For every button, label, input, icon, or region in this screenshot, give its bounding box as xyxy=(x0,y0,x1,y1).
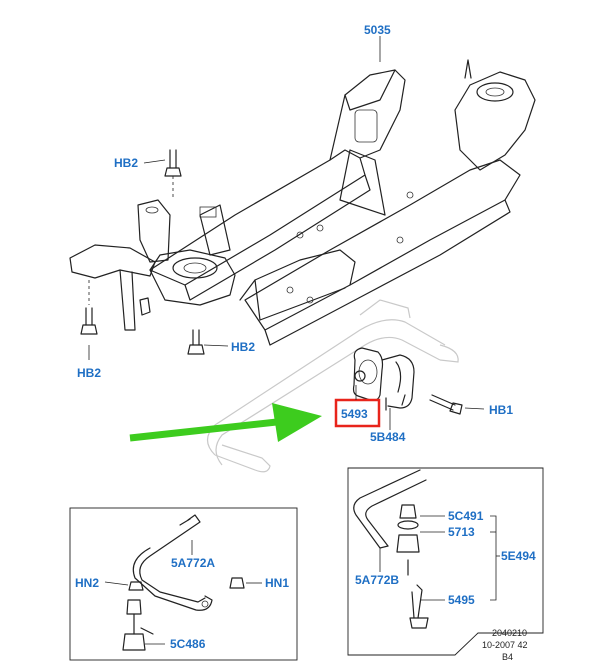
label-5e494: 5E494 xyxy=(501,549,536,563)
bolt-hb2-upper-icon xyxy=(164,149,182,200)
highlight-box xyxy=(334,398,381,428)
label-5c486: 5C486 xyxy=(170,637,206,651)
inset-left xyxy=(69,507,298,661)
label-5a772b: 5A772B xyxy=(355,573,399,587)
reference-line-1: 2040210 xyxy=(492,628,527,638)
bolt-hb1-icon xyxy=(429,394,463,415)
bolt-hb2-lower-right-icon xyxy=(187,329,205,355)
reference-line-2: 10-2007 42 xyxy=(482,640,528,650)
front-subframe xyxy=(69,59,536,346)
label-5493: 5493 xyxy=(341,407,368,421)
green-arrow-icon xyxy=(129,403,322,442)
label-hn2: HN2 xyxy=(75,576,99,590)
label-hb2-lower-left: HB2 xyxy=(77,366,101,380)
bolt-hb2-lower-left-icon xyxy=(80,280,98,335)
label-5c491: 5C491 xyxy=(448,509,484,523)
label-hn1: HN1 xyxy=(265,576,289,590)
label-5035: 5035 xyxy=(364,23,391,37)
leader-lines xyxy=(88,36,485,645)
reference-line-3: B4 xyxy=(502,652,513,662)
bushing-and-bracket xyxy=(352,347,415,411)
label-5b484: 5B484 xyxy=(370,430,406,444)
label-hb2-lower-right: HB2 xyxy=(231,340,255,354)
stabilizer-bar-ghost xyxy=(206,299,459,473)
label-5713: 5713 xyxy=(448,525,475,539)
label-hb1: HB1 xyxy=(489,403,513,417)
label-5a772a: 5A772A xyxy=(171,556,215,570)
label-hb2-upper: HB2 xyxy=(114,156,138,170)
label-5495: 5495 xyxy=(448,593,475,607)
inset-right xyxy=(347,467,544,656)
